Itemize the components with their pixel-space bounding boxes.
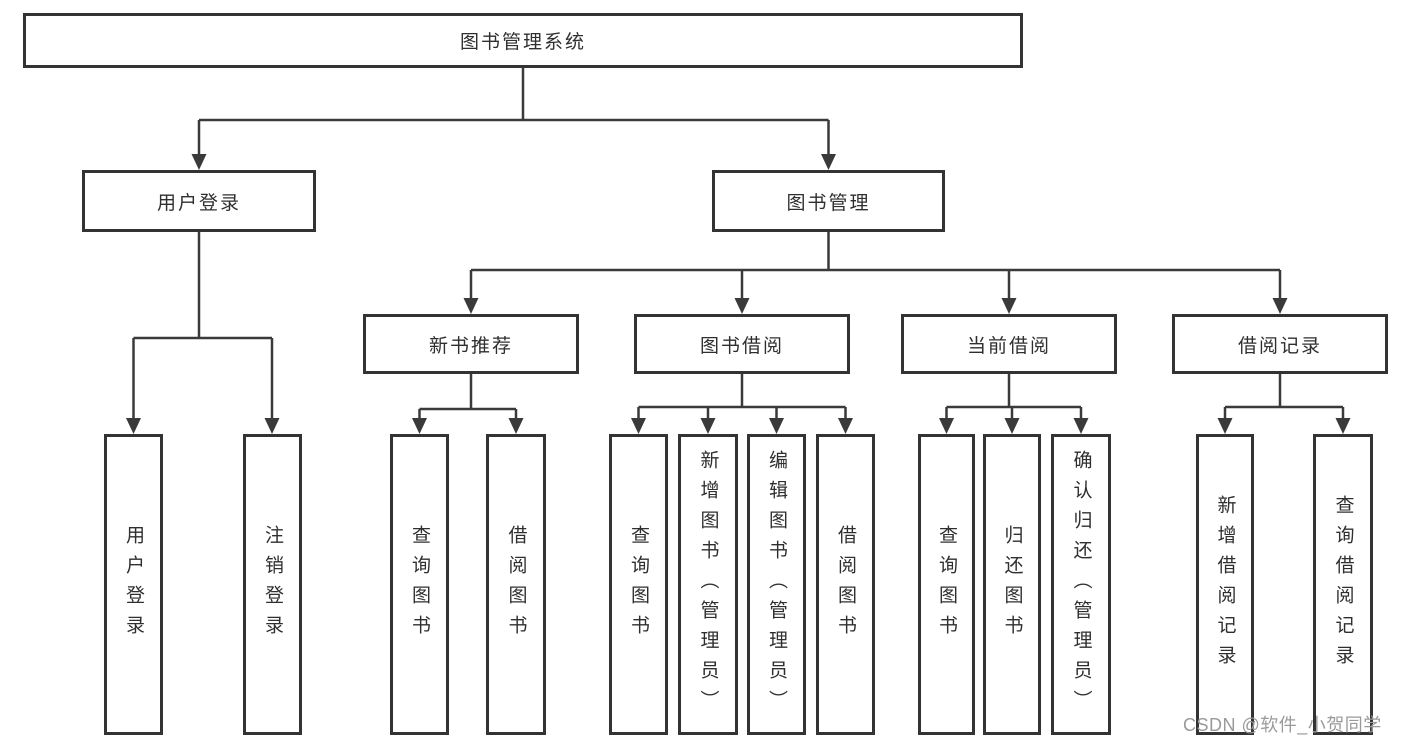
leaf-borrow-books-borrow: 借阅图书 (816, 434, 875, 735)
leaf-add-books-admin: 新增图书（管理员） (678, 434, 738, 735)
connector-lines (132, 68, 1345, 422)
node-user-login: 用户登录 (82, 170, 316, 232)
node-new-book-recommend: 新书推荐 (363, 314, 579, 374)
leaf-edit-books-admin: 编辑图书（管理员） (747, 434, 806, 735)
leaf-return-books: 归还图书 (983, 434, 1041, 735)
node-current-borrowing: 当前借阅 (901, 314, 1117, 374)
leaf-confirm-return-admin: 确认归还（管理员） (1051, 434, 1111, 735)
leaf-borrow-books-recommend: 借阅图书 (486, 434, 546, 735)
leaf-query-books-borrow: 查询图书 (609, 434, 668, 735)
leaf-query-borrow-record: 查询借阅记录 (1313, 434, 1373, 735)
leaf-logout: 注销登录 (243, 434, 302, 735)
csdn-watermark: CSDN @软件_小贺同学 (1183, 715, 1382, 735)
leaf-query-books-recommend: 查询图书 (390, 434, 449, 735)
leaf-user-login: 用户登录 (104, 434, 163, 735)
leaf-query-books-current: 查询图书 (918, 434, 975, 735)
leaf-add-borrow-record: 新增借阅记录 (1196, 434, 1254, 735)
node-borrow-records: 借阅记录 (1172, 314, 1388, 374)
node-book-borrowing: 图书借阅 (634, 314, 850, 374)
node-book-management: 图书管理 (712, 170, 945, 232)
node-library-system: 图书管理系统 (23, 13, 1023, 68)
